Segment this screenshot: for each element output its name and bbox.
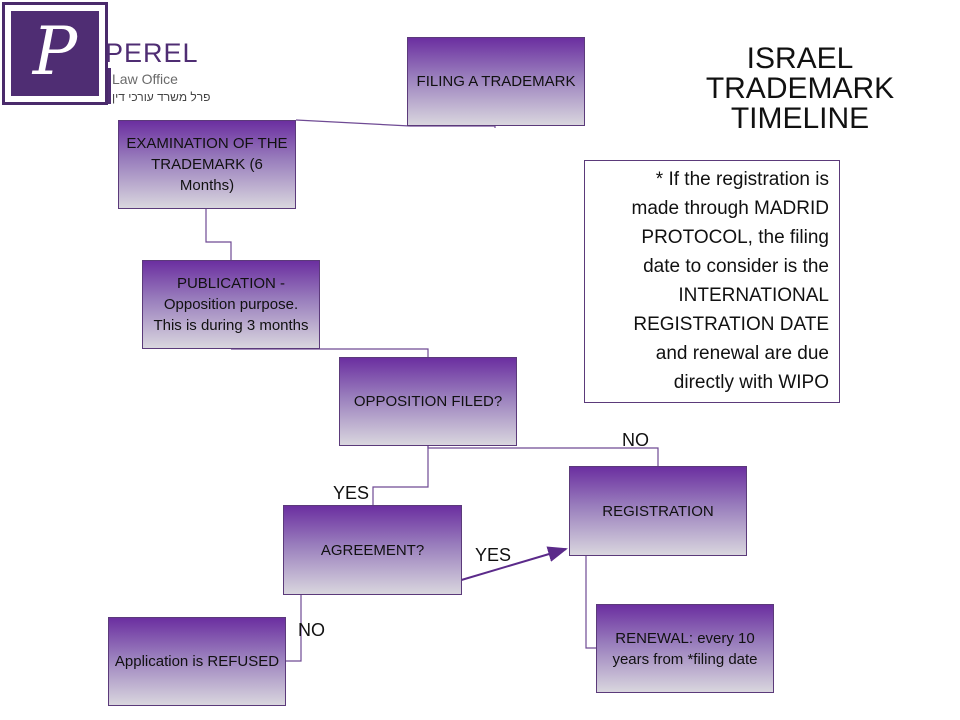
box-text: This is during 3 months (153, 317, 309, 334)
note-line: made through MADRID (631, 198, 829, 219)
logo-mark: P (11, 11, 99, 96)
box-text: FILING A TRADEMARK (416, 73, 576, 90)
label-yes-registration: YES (475, 545, 512, 565)
agreement-box: AGREEMENT? (283, 505, 462, 595)
opposition-box: OPPOSITION FILED? (339, 357, 517, 446)
note-line: and renewal are due (655, 343, 829, 364)
refused-box: Application is REFUSED (108, 617, 286, 706)
connector-registration-renewal (585, 556, 597, 649)
logo: P (2, 2, 108, 105)
firm-hebrew-name: פרל משרד עורכי דין (112, 90, 211, 104)
connector-filing-examination (295, 119, 496, 128)
box-text: Application is REFUSED (114, 653, 280, 670)
box-text: TRADEMARK (6 (151, 156, 263, 173)
box-text: AGREEMENT? (320, 541, 425, 559)
box-text: PUBLICATION - (176, 275, 286, 292)
title-line-2: TRADEMARK (705, 72, 895, 105)
connector-agreement-refused (286, 595, 302, 662)
registration-box: REGISTRATION (569, 466, 747, 556)
firm-name: PEREL (105, 38, 199, 68)
box-text: REGISTRATION (602, 502, 714, 520)
note-line: * If the registration is (655, 169, 829, 190)
logo-divider (108, 68, 111, 104)
label-no-registration: NO (622, 430, 649, 450)
box-text: Months) (179, 177, 235, 194)
connector-opposition-registration (427, 446, 659, 466)
box-text: years from *filing date (612, 650, 758, 668)
label-yes-agreement: YES (333, 483, 370, 503)
publication-box: PUBLICATION - Opposition purpose. This i… (142, 260, 320, 349)
connector-publication-opposition (231, 348, 429, 357)
note-line: REGISTRATION DATE (633, 314, 829, 335)
note-line: INTERNATIONAL (678, 285, 829, 306)
title-line-3: TIMELINE (730, 102, 870, 135)
title-line-1: ISRAEL (746, 42, 854, 75)
box-text: RENEWAL: every 10 (615, 629, 755, 647)
note-line: directly with WIPO (673, 372, 829, 393)
madrid-protocol-note: * If the registration is made through MA… (584, 160, 840, 403)
label-no-refused: NO (298, 620, 325, 640)
box-text: OPPOSITION FILED? (353, 393, 503, 410)
box-text: Opposition purpose. (163, 296, 299, 313)
examination-box: EXAMINATION OF THE TRADEMARK (6 Months) (118, 120, 296, 209)
renewal-box: RENEWAL: every 10 years from *filing dat… (596, 604, 774, 693)
connector-opposition-agreement (372, 446, 429, 505)
logo-letter: P (32, 13, 78, 90)
box-text: EXAMINATION OF THE (126, 135, 288, 152)
page-title: ISRAEL TRADEMARK TIMELINE (695, 44, 905, 134)
firm-subtitle: Law Office (112, 71, 178, 87)
note-line: date to consider is the (643, 256, 829, 277)
filing-box: FILING A TRADEMARK (407, 37, 585, 126)
connector-examination-publication (205, 209, 232, 260)
note-line: PROTOCOL, the filing (641, 227, 829, 248)
arrow-agreement-registration (457, 546, 568, 582)
